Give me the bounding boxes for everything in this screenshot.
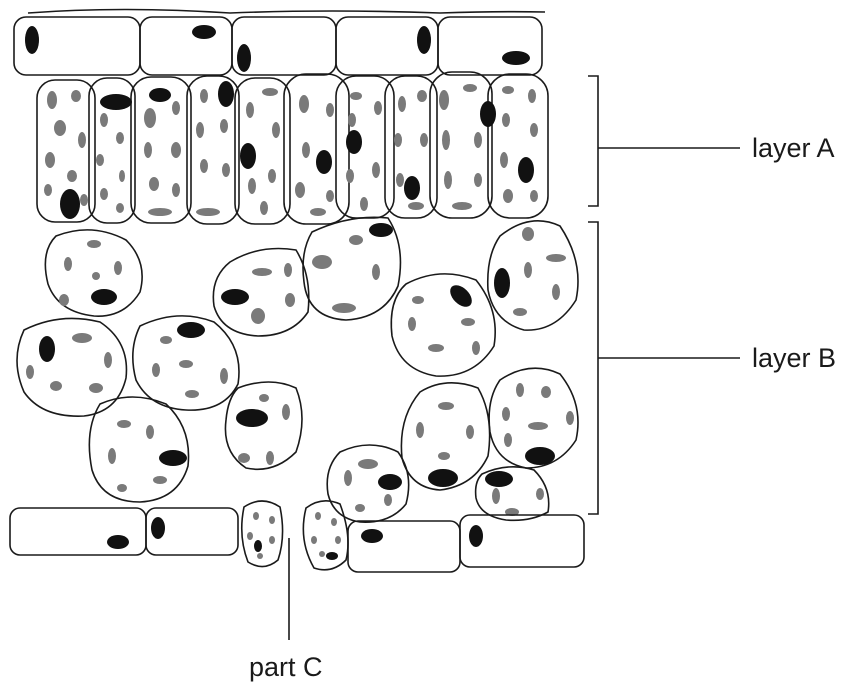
nucleus (151, 517, 165, 539)
nucleus (107, 535, 129, 549)
layer-b-label: layer B (752, 343, 836, 373)
nucleus (316, 150, 332, 174)
epidermal-cell (348, 521, 460, 572)
nucleus (25, 26, 39, 54)
nucleus (91, 289, 117, 305)
label-brackets (289, 76, 740, 640)
nucleus (404, 176, 420, 200)
epidermal-cell (10, 508, 146, 555)
palisade-cell (284, 74, 349, 224)
nucleus (237, 44, 251, 72)
spongy-cell (89, 397, 188, 502)
nucleus (518, 157, 534, 183)
nucleus (485, 471, 513, 487)
nucleus (346, 130, 362, 154)
epidermal-cell (140, 17, 232, 75)
nucleus (326, 552, 338, 560)
nucleus (361, 529, 383, 543)
epidermal-cell (438, 17, 542, 75)
nucleus (446, 281, 476, 311)
nucleus (100, 94, 132, 110)
spongy-cell (17, 318, 126, 416)
nucleus (221, 289, 249, 305)
nucleus (254, 540, 262, 552)
nucleus (428, 469, 458, 487)
nucleus (60, 189, 80, 219)
nucleus (192, 25, 216, 39)
nucleus (525, 447, 555, 465)
lower-epidermis (10, 501, 584, 572)
nucleus (218, 81, 234, 107)
nucleus (177, 322, 205, 338)
part-c-label: part C (249, 652, 323, 682)
epidermis-nuclei (25, 25, 530, 72)
palisade-cell (430, 72, 492, 218)
nucleus (236, 409, 268, 427)
nucleus (378, 474, 402, 490)
nucleus (480, 101, 496, 127)
layer-a-label: layer A (752, 133, 835, 163)
nucleus (149, 88, 171, 102)
layer-a-bracket (588, 76, 598, 206)
nucleus (417, 26, 431, 54)
nucleus (502, 51, 530, 65)
palisade-cell (488, 74, 548, 218)
layer-b-bracket (588, 222, 598, 514)
upper-epidermis (14, 10, 545, 76)
nucleus (469, 525, 483, 547)
nucleus (369, 223, 393, 237)
guard-cell (303, 501, 348, 570)
lower-epidermis-nuclei (107, 517, 483, 560)
nucleus (240, 143, 256, 169)
cuticle-line (28, 10, 545, 14)
guard-cell-chloroplasts (247, 512, 341, 559)
nucleus (159, 450, 187, 466)
spongy-cell (391, 274, 495, 376)
nucleus (39, 336, 55, 362)
nucleus (494, 268, 510, 298)
